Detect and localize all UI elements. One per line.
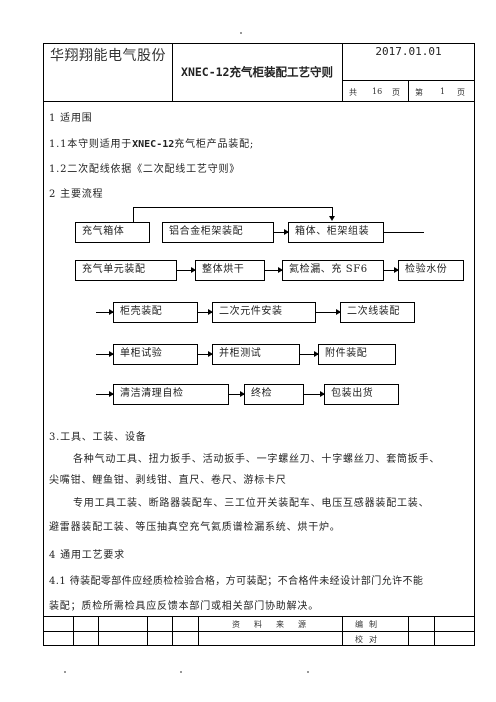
page-unit-2: 页 (457, 88, 465, 97)
header-divider (342, 43, 343, 101)
flow-arrow (198, 309, 213, 315)
flow-box-final-inspection: 终检 (244, 384, 304, 405)
footer-divider (43, 631, 475, 632)
scan-dot (307, 671, 309, 673)
paragraph-1-1: 1.1本守则适用于XNEC-12充气柜产品装配; (49, 139, 255, 150)
flow-connector (133, 207, 332, 208)
flow-arrow (198, 351, 213, 357)
flow-arrow (316, 309, 341, 315)
paragraph-1-2: 1.2二次配线依据《二次配线工艺守则》 (49, 164, 241, 175)
section-3-heading: 3.工具、工装、设备 (49, 432, 147, 443)
flow-box-frame-assembly: 铝合金柜架装配 (162, 222, 274, 243)
scan-dot (240, 32, 242, 34)
header-divider (172, 43, 173, 101)
flow-arrow (304, 391, 325, 397)
flow-box-tank-frame-assembly: 箱体、柜架组装 (288, 222, 384, 243)
section-3-line-2: 尖嘴钳、鲤鱼钳、剥线钳、直尺、卷尺、游标卡尺 (49, 475, 287, 486)
compile-label: 编制 (355, 620, 383, 629)
section-4-line-2: 装配；质检所需检具应反馈本部门或相关部门协助解决。 (49, 601, 319, 612)
footer-divider (73, 616, 74, 646)
flow-box-secondary-wiring: 二次线装配 (340, 302, 415, 323)
footer-divider (147, 616, 148, 646)
page-frame (43, 43, 475, 646)
flow-connector (384, 232, 424, 233)
section-3-line-1: 各种气动工具、扭力扳手、活动扳手、一字螺丝刀、十字螺丝刀、套筒扳手、 (73, 454, 441, 465)
flow-connector (133, 207, 134, 222)
flow-box-single-test: 单柜试验 (113, 344, 198, 365)
footer-divider (434, 616, 435, 646)
flow-arrow (177, 267, 196, 273)
flow-box-secondary-components: 二次元件安装 (212, 302, 316, 323)
source-label: 资料来源 (232, 620, 320, 629)
document-title: XNEC-12充气柜装配工艺守则 (181, 65, 333, 79)
page-label: 第 (415, 88, 423, 97)
flow-box-moisture-test: 检验水份 (398, 260, 464, 281)
flow-box-cabinet-shell: 柜壳装配 (113, 302, 198, 323)
page-unit: 页 (392, 88, 400, 97)
flow-box-drying: 整体烘干 (195, 260, 265, 281)
scan-dot (64, 671, 66, 673)
flow-arrow (265, 267, 283, 273)
flow-box-packing: 包装出货 (324, 384, 399, 405)
document-date: 2017.01.01 (375, 45, 442, 58)
check-label: 校对 (355, 635, 383, 644)
footer-divider (408, 616, 409, 646)
flow-box-gas-unit: 充气单元装配 (75, 260, 177, 281)
header-divider (408, 80, 409, 101)
footer-divider (98, 616, 99, 646)
section-4-line-1: 4.1 待装配零部件应经质检检验合格，方可装配；不合格件未经设计部门允许不能 (49, 576, 424, 587)
flow-box-cleaning: 清洁清理自检 (113, 384, 229, 405)
flow-arrowhead (329, 216, 335, 221)
flow-box-leak-test: 氦检漏、充 SF6 (282, 260, 384, 281)
footer-divider (342, 616, 343, 646)
flow-arrow (96, 351, 114, 357)
flow-arrow (300, 351, 319, 357)
flow-connector (332, 207, 333, 218)
footer-divider (198, 616, 199, 646)
flow-arrow (96, 391, 114, 397)
scan-dot (180, 671, 182, 673)
flow-box-gas-tank: 充气箱体 (75, 222, 150, 243)
company-name: 华翔翔能电气股份 (50, 48, 166, 64)
section-1-heading: 1 适用围 (49, 113, 93, 124)
flow-arrow (229, 391, 245, 397)
flow-arrow (274, 229, 289, 235)
footer-divider (43, 616, 475, 617)
flow-arrow (384, 267, 399, 273)
total-pages: 16 (372, 87, 383, 96)
page-number: 1 (440, 87, 446, 96)
flow-arrow (96, 309, 114, 315)
section-3-line-4: 避雷器装配工装、等压抽真空充气氦质谱检漏系统、烘干炉。 (49, 522, 341, 533)
section-4-heading: 4 通用工艺要求 (49, 550, 125, 561)
flow-box-combined-test: 并柜测试 (212, 344, 300, 365)
footer-divider (172, 616, 173, 646)
header-bottom (43, 101, 475, 102)
total-label: 共 (349, 88, 357, 97)
flow-box-accessories: 附件装配 (318, 344, 396, 365)
section-2-heading: 2 主要流程 (49, 189, 104, 200)
section-3-line-3: 专用工具工装、断路器装配车、三工位开关装配车、电压互感器装配工装、 (73, 498, 430, 509)
